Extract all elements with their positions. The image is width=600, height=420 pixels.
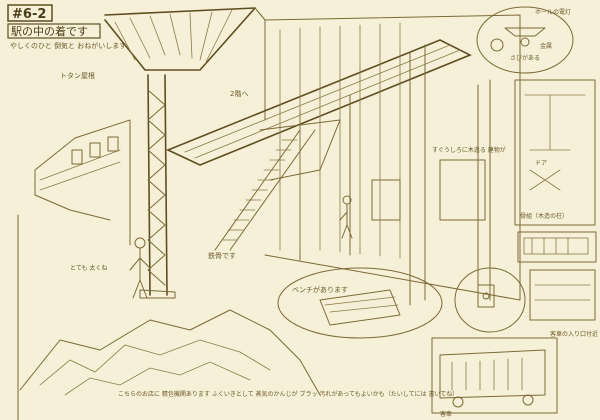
scene-subtitle: やしくのひと 倒気と おねがいします (10, 41, 126, 50)
structure-inset: 骨組（木造の柱） ドア (514, 79, 596, 226)
lattice-pillar-label: とても 太くね (70, 264, 107, 272)
scene-id: #6-2 (12, 7, 46, 22)
bottom-note: こちらのお店に 精包機関あります ふくいきとして 蒸気のかんじが ブラッ 汚れが… (118, 390, 458, 398)
building-window (439, 159, 486, 221)
lamp-bottom-label: さびがある (510, 54, 540, 62)
train-car-label: 客車 (440, 410, 452, 418)
scene-title: 駅の中の着です (11, 24, 88, 38)
rubble-foreground (19, 309, 321, 396)
pillar-detail-inset (454, 267, 526, 333)
bench-inset: ベンチがあります (277, 267, 443, 339)
train-note: 客車の入り口付近 (550, 330, 598, 338)
station-building (17, 119, 131, 420)
back-building-label: すぐうしろに木造る 建物が (432, 146, 506, 154)
wall-sign-label: ドア (535, 160, 547, 167)
structure-note: 骨組（木造の柱） (520, 212, 568, 220)
title-box (7, 23, 101, 39)
scene-id-box (7, 4, 53, 22)
back-building: すぐうしろに木造る 建物が (264, 14, 521, 301)
roof-truss-label: トタン屋根 (60, 71, 95, 80)
figure-left (129, 237, 151, 299)
train-top-inset: 客車の入り口付近 (529, 269, 598, 338)
train-car-inset: 客車 (431, 337, 558, 418)
lamp-inset: ホールの電灯 金属 さびがある (476, 6, 574, 74)
bench-label: ベンチがあります (292, 285, 348, 294)
stairs-label: 2階へ (230, 89, 248, 98)
lattice-pillar (139, 74, 176, 299)
stairs: 2階へ (214, 89, 341, 251)
building-door (371, 179, 401, 221)
lamp-mid-label: 金属 (540, 42, 552, 50)
figure-right (339, 195, 353, 239)
iron-pillar-label: 鉄骨です (208, 251, 236, 260)
lamp-top-label: ホールの電灯 (535, 8, 571, 16)
train-side-inset (517, 231, 597, 263)
